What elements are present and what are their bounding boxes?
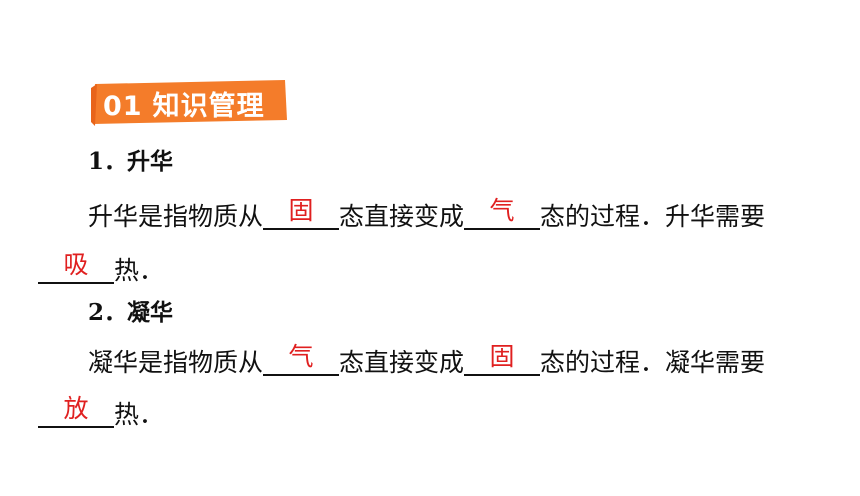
blank-answer: 固 — [288, 196, 314, 225]
blank-answer: 固 — [489, 342, 515, 371]
paragraph-line: 升华是指物质从固态直接变成气态的过程．升华需要 — [88, 196, 766, 234]
text-segment: 凝华是指物质从 — [88, 348, 264, 377]
banner-title: 01 知识管理 — [103, 84, 265, 123]
blank-answer: 吸 — [63, 250, 89, 279]
blank-answer: 气 — [288, 342, 314, 371]
section-heading-desublimation: 2．凝华 — [88, 299, 174, 326]
fill-blank: 固 — [263, 196, 340, 234]
paragraph-line: 凝华是指物质从气态直接变成固态的过程．凝华需要 — [88, 342, 766, 380]
text-segment: 态直接变成 — [339, 348, 465, 377]
fill-blank: 吸 — [38, 250, 114, 288]
fill-blank: 固 — [464, 342, 541, 380]
text-segment: 态直接变成 — [339, 202, 465, 231]
banner-number: 01 — [103, 91, 143, 122]
banner-label: 知识管理 — [152, 91, 265, 122]
fill-blank: 气 — [263, 342, 340, 380]
text-segment: 热． — [114, 256, 165, 285]
text-segment: 升华是指物质从 — [88, 202, 264, 231]
section-heading-sublimation: 1．升华 — [88, 148, 174, 175]
blank-answer: 气 — [489, 196, 515, 225]
text-segment: 态的过程．凝华需要 — [540, 348, 766, 377]
fill-blank: 放 — [38, 394, 114, 432]
text-segment: 热． — [114, 400, 165, 429]
blank-answer: 放 — [63, 394, 89, 423]
text-segment: 态的过程．升华需要 — [540, 202, 766, 231]
banner-background — [91, 80, 287, 126]
paragraph-line: 放热． — [38, 394, 165, 432]
paragraph-line: 吸热． — [38, 250, 165, 288]
fill-blank: 气 — [464, 196, 541, 234]
section-banner: 01 知识管理 — [91, 78, 287, 126]
